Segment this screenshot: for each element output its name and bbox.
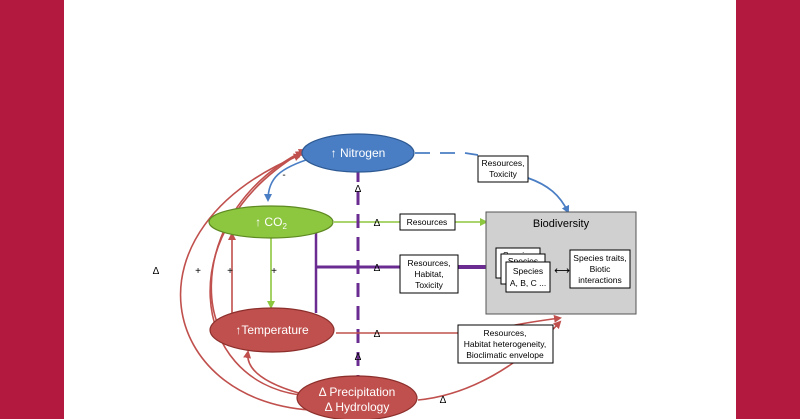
biodiversity-title: Biodiversity	[533, 218, 590, 230]
precipitation-node	[296, 375, 418, 419]
temperature-label: ↑Temperature	[235, 323, 309, 337]
species-traits-line-1: Species traits,	[573, 253, 626, 263]
co2-label-subscript: 2	[282, 222, 287, 231]
nitrogen-label: ↑ Nitrogen	[331, 146, 386, 160]
nitrogen-effects-box	[477, 155, 529, 183]
delta-sign-precip-right: Δ	[440, 395, 447, 406]
blue-nitrogen-to-co2	[264, 157, 313, 202]
precipitation-label-line-2: Δ Hydrology	[325, 400, 390, 414]
temperature-effects-box	[457, 324, 554, 364]
red-loop-outer	[179, 153, 311, 411]
co2-effects-box	[399, 213, 456, 231]
plus-sign-co2-to-temp: +	[271, 266, 277, 277]
red-precip-to-temp	[243, 350, 303, 395]
plus-sign-mid-loop: +	[195, 266, 201, 277]
precipitation-label-line-1: Δ Precipitation	[319, 385, 396, 399]
delta-sign-temperature: Δ	[374, 329, 381, 340]
co2-label: ↑ CO2	[255, 215, 287, 231]
delta-sign-precip-vertical: Δ	[355, 352, 362, 363]
species-card-front-line-1: Species	[513, 266, 543, 276]
nitrogen-effects-line-1: Resources,	[482, 158, 525, 168]
purple-effects-line-3: Toxicity	[415, 280, 444, 290]
red-loop-mid	[209, 150, 304, 396]
right-frame-band	[736, 0, 800, 419]
temperature-effects-line-3: Bioclimatic envelope	[466, 350, 544, 360]
temperature-effects-line-2: Habitat heterogeneity,	[464, 339, 547, 349]
interaction-double-arrow: ⟷	[554, 264, 570, 277]
co2-label-main: ↑ CO	[255, 215, 282, 229]
temperature-effects-line-1: Resources,	[484, 328, 527, 338]
species-traits-line-2: Biotic	[590, 264, 612, 274]
plus-sign-temp-to-co2: +	[227, 266, 233, 277]
left-frame-band	[0, 0, 64, 419]
species-card-mid-label: Species	[508, 256, 538, 266]
delta-sign-co2: Δ	[374, 218, 381, 229]
species-card-front	[505, 261, 551, 293]
delta-sign-purple: Δ	[374, 263, 381, 274]
nitrogen-node	[301, 133, 415, 173]
temperature-node	[209, 307, 335, 353]
purple-effects-box	[399, 254, 459, 294]
species-card-front-line-2: A, B, C ...	[510, 278, 546, 288]
delta-sign-outer-loop: Δ	[153, 266, 160, 277]
species-traits-box	[569, 249, 631, 289]
minus-sign-nitrogen-to-co2: -	[282, 170, 285, 181]
co2-node	[208, 205, 334, 239]
purple-effects-line-2: Habitat,	[414, 269, 443, 279]
co2-effects-label: Resources	[407, 217, 448, 227]
blue-nitrogen-to-biodiversity	[415, 152, 568, 212]
red-loop-inner	[210, 149, 307, 326]
nitrogen-effects-line-2: Toxicity	[489, 169, 518, 179]
delta-sign-nitrogen: Δ	[355, 184, 362, 195]
purple-effects-line-1: Resources,	[408, 258, 451, 268]
species-traits-line-3: interactions	[578, 275, 621, 285]
